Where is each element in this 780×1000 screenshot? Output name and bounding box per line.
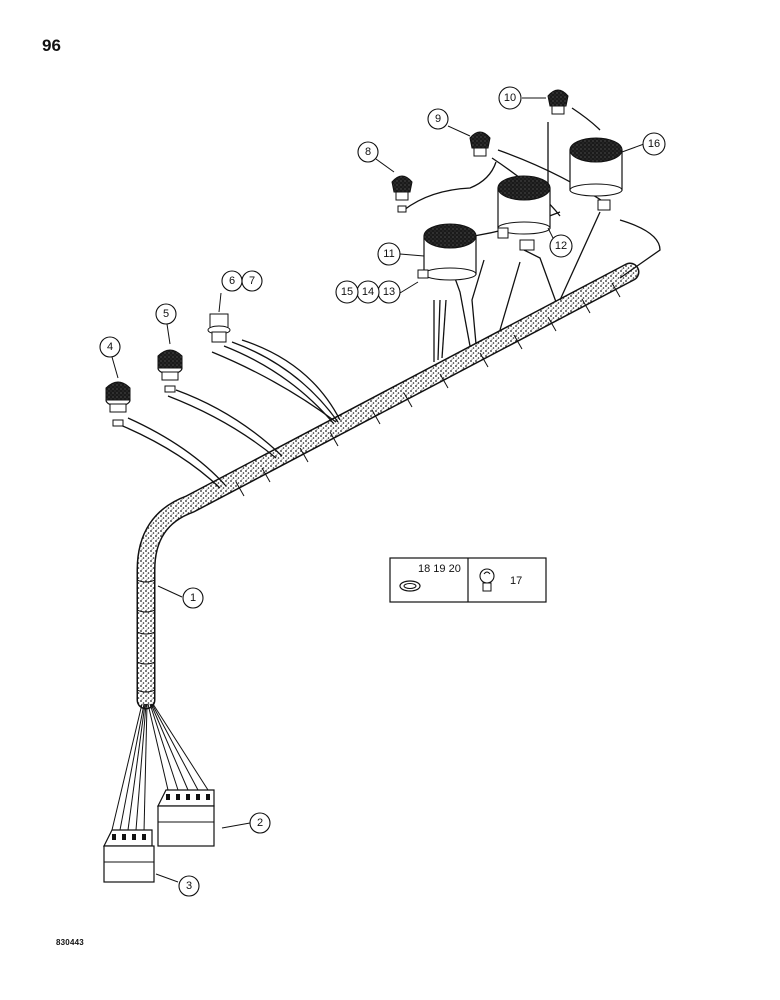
figure-code: 830443 — [56, 938, 84, 947]
bulb-icon — [479, 568, 495, 592]
callout-leaders — [111, 97, 645, 883]
callout-8-label: 8 — [365, 146, 371, 158]
callout-12: 12 — [549, 234, 573, 258]
callout-3: 3 — [178, 875, 200, 897]
callout-4: 4 — [99, 336, 121, 358]
page-number: 96 — [42, 36, 61, 55]
callout-3-label: 3 — [186, 880, 192, 892]
callout-15-label: 15 — [341, 286, 353, 298]
gauge-12 — [497, 175, 551, 251]
main-harness — [136, 262, 640, 710]
callout-9: 9 — [427, 108, 449, 130]
lamp-10 — [547, 89, 569, 115]
callout-7: 7 — [241, 270, 263, 292]
callout-16: 16 — [642, 132, 666, 156]
callout-5-label: 5 — [163, 308, 169, 320]
callout-6-label: 6 — [229, 275, 235, 287]
indicator-lamp-5 — [157, 349, 183, 393]
indicator-lamp-4 — [105, 381, 131, 427]
connector-3 — [103, 829, 155, 883]
lamp-8 — [391, 175, 413, 213]
callout-10-label: 10 — [504, 92, 516, 104]
callout-11: 11 — [377, 242, 401, 266]
callout-10: 10 — [498, 86, 522, 110]
callout-8: 8 — [357, 141, 379, 163]
callout-16-label: 16 — [648, 138, 660, 150]
switch-6-7 — [207, 313, 231, 343]
connector-2 — [157, 789, 215, 847]
callout-11-label: 11 — [383, 248, 394, 260]
callout-14-label: 14 — [362, 286, 374, 298]
callout-1-label: 1 — [190, 592, 196, 604]
callout-15: 15 — [335, 280, 359, 304]
callout-9-label: 9 — [435, 113, 441, 125]
callout-6: 6 — [221, 270, 243, 292]
callout-2-label: 2 — [257, 817, 263, 829]
kit-bulb-item: 17 — [510, 575, 522, 587]
lamp-wires — [117, 339, 341, 489]
kit-seal-items: 18 19 20 — [418, 563, 461, 575]
seal-ring-icon — [399, 580, 421, 592]
connector-wires — [111, 703, 209, 833]
gauge-16 — [569, 137, 623, 211]
gauge-11 — [417, 223, 477, 281]
callout-13-label: 13 — [383, 286, 395, 298]
callout-14: 14 — [356, 280, 380, 304]
callout-1: 1 — [182, 587, 204, 609]
callout-5: 5 — [155, 303, 177, 325]
callout-4-label: 4 — [107, 341, 113, 353]
callout-13: 13 — [377, 280, 401, 304]
lamp-9 — [469, 131, 491, 157]
kit-box: 18 19 20 17 — [389, 557, 547, 603]
callout-12-label: 12 — [555, 240, 567, 252]
callout-7-label: 7 — [249, 275, 255, 287]
callout-2: 2 — [249, 812, 271, 834]
